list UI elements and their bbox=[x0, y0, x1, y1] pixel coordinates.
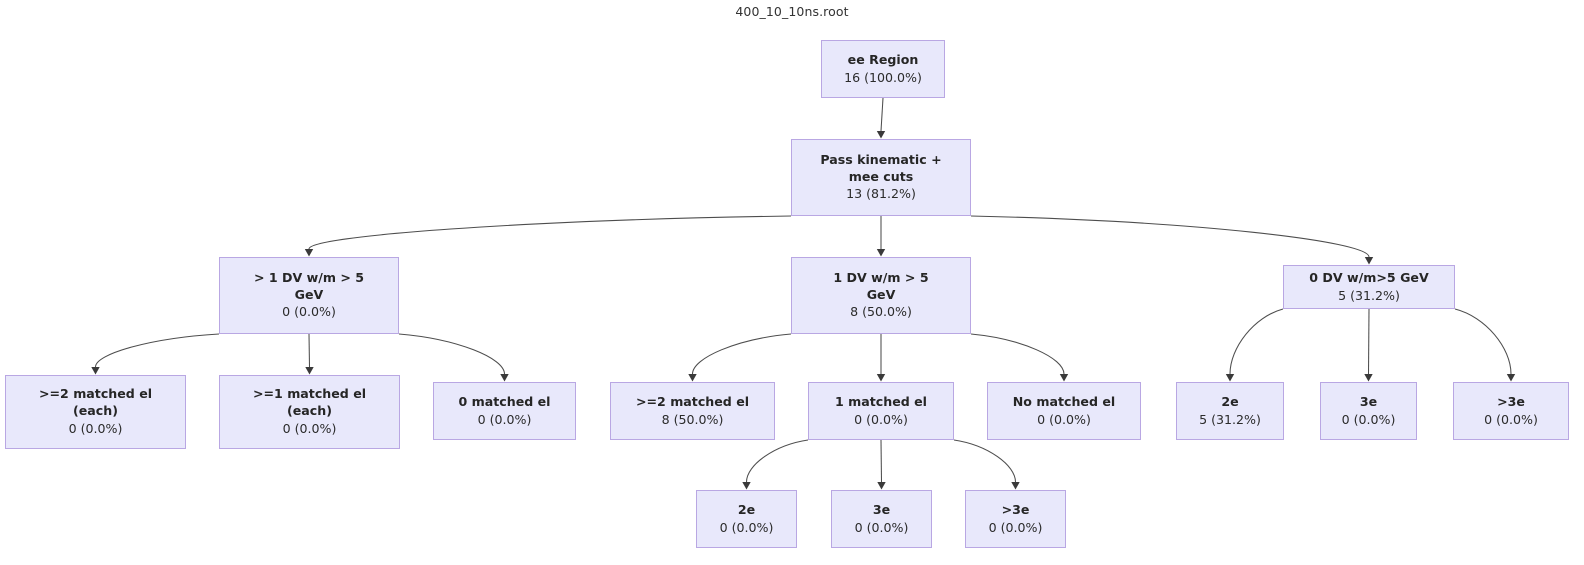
edge-arrowhead bbox=[305, 367, 314, 375]
node-one_matched[interactable]: 1 matched el 0 (0.0%) bbox=[808, 382, 954, 440]
edge-arrowhead bbox=[876, 374, 886, 382]
edge-arrowhead bbox=[1225, 374, 1235, 382]
edge-gt1_dv-to-ge1_matched_each bbox=[308, 333, 311, 368]
node-label: > 1 DV w/m > 5 GeV bbox=[253, 269, 365, 302]
node-om_3e[interactable]: 3e 0 (0.0%) bbox=[831, 490, 932, 548]
node-label: 3e bbox=[1359, 393, 1378, 409]
node-value: 0 (0.0%) bbox=[68, 420, 123, 436]
node-value: 16 (100.0%) bbox=[844, 69, 922, 85]
node-zdv_2e[interactable]: 2e 5 (31.2%) bbox=[1176, 382, 1284, 440]
edge-arrowhead bbox=[1364, 374, 1373, 382]
node-value: 0 (0.0%) bbox=[988, 519, 1043, 535]
node-value: 0 (0.0%) bbox=[1484, 411, 1538, 427]
edge-arrowhead bbox=[1011, 482, 1020, 490]
node-value: 5 (31.2%) bbox=[1199, 411, 1261, 427]
node-ee_region[interactable]: ee Region 16 (100.0%) bbox=[821, 40, 945, 98]
edge-zero_dv-to-zdv_2e bbox=[1229, 308, 1284, 375]
node-om_gt3e[interactable]: >3e 0 (0.0%) bbox=[965, 490, 1066, 548]
node-ge2_matched_each[interactable]: >=2 matched el (each)0 (0.0%) bbox=[5, 375, 186, 449]
edge-arrowhead bbox=[876, 131, 886, 139]
node-om_2e[interactable]: 2e 0 (0.0%) bbox=[696, 490, 797, 548]
edge-arrowhead bbox=[500, 374, 509, 382]
node-label: 0 DV w/m>5 GeV bbox=[1309, 269, 1429, 285]
node-label: 2e bbox=[1221, 393, 1239, 409]
edge-arrowhead bbox=[1364, 257, 1374, 265]
node-label: No matched el bbox=[1012, 393, 1116, 409]
edge-one_dv-to-no_matched bbox=[970, 333, 1065, 375]
edge-gt1_dv-to-ge2_matched_each bbox=[94, 333, 220, 368]
edge-arrowhead bbox=[688, 374, 697, 382]
edge-arrowhead bbox=[876, 249, 886, 257]
node-zero_matched[interactable]: 0 matched el 0 (0.0%) bbox=[433, 382, 576, 440]
node-value: 8 (50.0%) bbox=[661, 411, 724, 427]
node-ge1_matched_each[interactable]: >=1 matched el (each)0 (0.0%) bbox=[219, 375, 400, 449]
node-label: 3e bbox=[872, 501, 891, 517]
diagram-title: 400_10_10ns.root bbox=[735, 4, 849, 19]
edge-zero_dv-to-zdv_3e bbox=[1367, 308, 1370, 375]
edge-arrowhead bbox=[877, 482, 886, 490]
edge-arrowhead bbox=[1059, 374, 1069, 382]
node-zdv_gt3e[interactable]: >3e 0 (0.0%) bbox=[1453, 382, 1569, 440]
node-zdv_3e[interactable]: 3e 0 (0.0%) bbox=[1320, 382, 1417, 440]
node-value: 0 (0.0%) bbox=[282, 304, 336, 320]
edge-one_matched-to-om_2e bbox=[745, 439, 809, 483]
node-pass_cuts[interactable]: Pass kinematic + mee cuts 13 (81.2%) bbox=[791, 139, 971, 216]
edge-one_dv-to-ge2_matched bbox=[691, 333, 792, 375]
edge-one_matched-to-om_gt3e bbox=[953, 439, 1017, 483]
node-value: 0 (0.0%) bbox=[282, 420, 337, 436]
node-label: >=2 matched el (each) bbox=[38, 386, 153, 419]
edge-arrowhead bbox=[91, 367, 100, 375]
node-value: 0 (0.0%) bbox=[719, 519, 774, 535]
node-label: ee Region bbox=[847, 51, 919, 67]
node-gt1_dv[interactable]: > 1 DV w/m > 5 GeV 0 (0.0%) bbox=[219, 257, 399, 334]
node-label: Pass kinematic + mee cuts bbox=[820, 151, 942, 184]
node-one_dv[interactable]: 1 DV w/m > 5 GeV 8 (50.0%) bbox=[791, 257, 971, 334]
node-label: 1 matched el bbox=[834, 393, 928, 409]
node-value: 5 (31.2%) bbox=[1338, 287, 1400, 303]
edge-pass_cuts-to-gt1_dv bbox=[308, 215, 792, 250]
node-value: 0 (0.0%) bbox=[1037, 411, 1091, 427]
node-label: 0 matched el bbox=[458, 393, 551, 409]
node-zero_dv[interactable]: 0 DV w/m>5 GeV 5 (31.2%) bbox=[1283, 265, 1455, 309]
node-label: >=2 matched el bbox=[635, 393, 750, 409]
edge-gt1_dv-to-zero_matched bbox=[398, 333, 506, 375]
node-label: >=1 matched el (each) bbox=[252, 386, 367, 419]
edge-one_matched-to-om_3e bbox=[880, 439, 883, 483]
edge-ee_region-to-pass_cuts bbox=[880, 97, 884, 132]
edge-pass_cuts-to-zero_dv bbox=[970, 215, 1370, 258]
edge-zero_dv-to-zdv_gt3e bbox=[1454, 308, 1512, 375]
node-label: 1 DV w/m > 5 GeV bbox=[833, 269, 929, 302]
edge-arrowhead bbox=[1506, 374, 1516, 382]
node-value: 8 (50.0%) bbox=[850, 304, 912, 320]
node-value: 0 (0.0%) bbox=[477, 411, 532, 427]
node-label: >3e bbox=[1001, 501, 1030, 517]
node-value: 0 (0.0%) bbox=[1341, 411, 1396, 427]
node-value: 13 (81.2%) bbox=[846, 186, 916, 202]
edge-arrowhead bbox=[742, 482, 751, 490]
node-value: 0 (0.0%) bbox=[854, 411, 908, 427]
node-value: 0 (0.0%) bbox=[854, 519, 909, 535]
edge-arrowhead bbox=[304, 249, 314, 257]
node-no_matched[interactable]: No matched el 0 (0.0%) bbox=[987, 382, 1141, 440]
node-label: >3e bbox=[1497, 393, 1525, 409]
node-ge2_matched[interactable]: >=2 matched el 8 (50.0%) bbox=[610, 382, 775, 440]
node-label: 2e bbox=[737, 501, 756, 517]
